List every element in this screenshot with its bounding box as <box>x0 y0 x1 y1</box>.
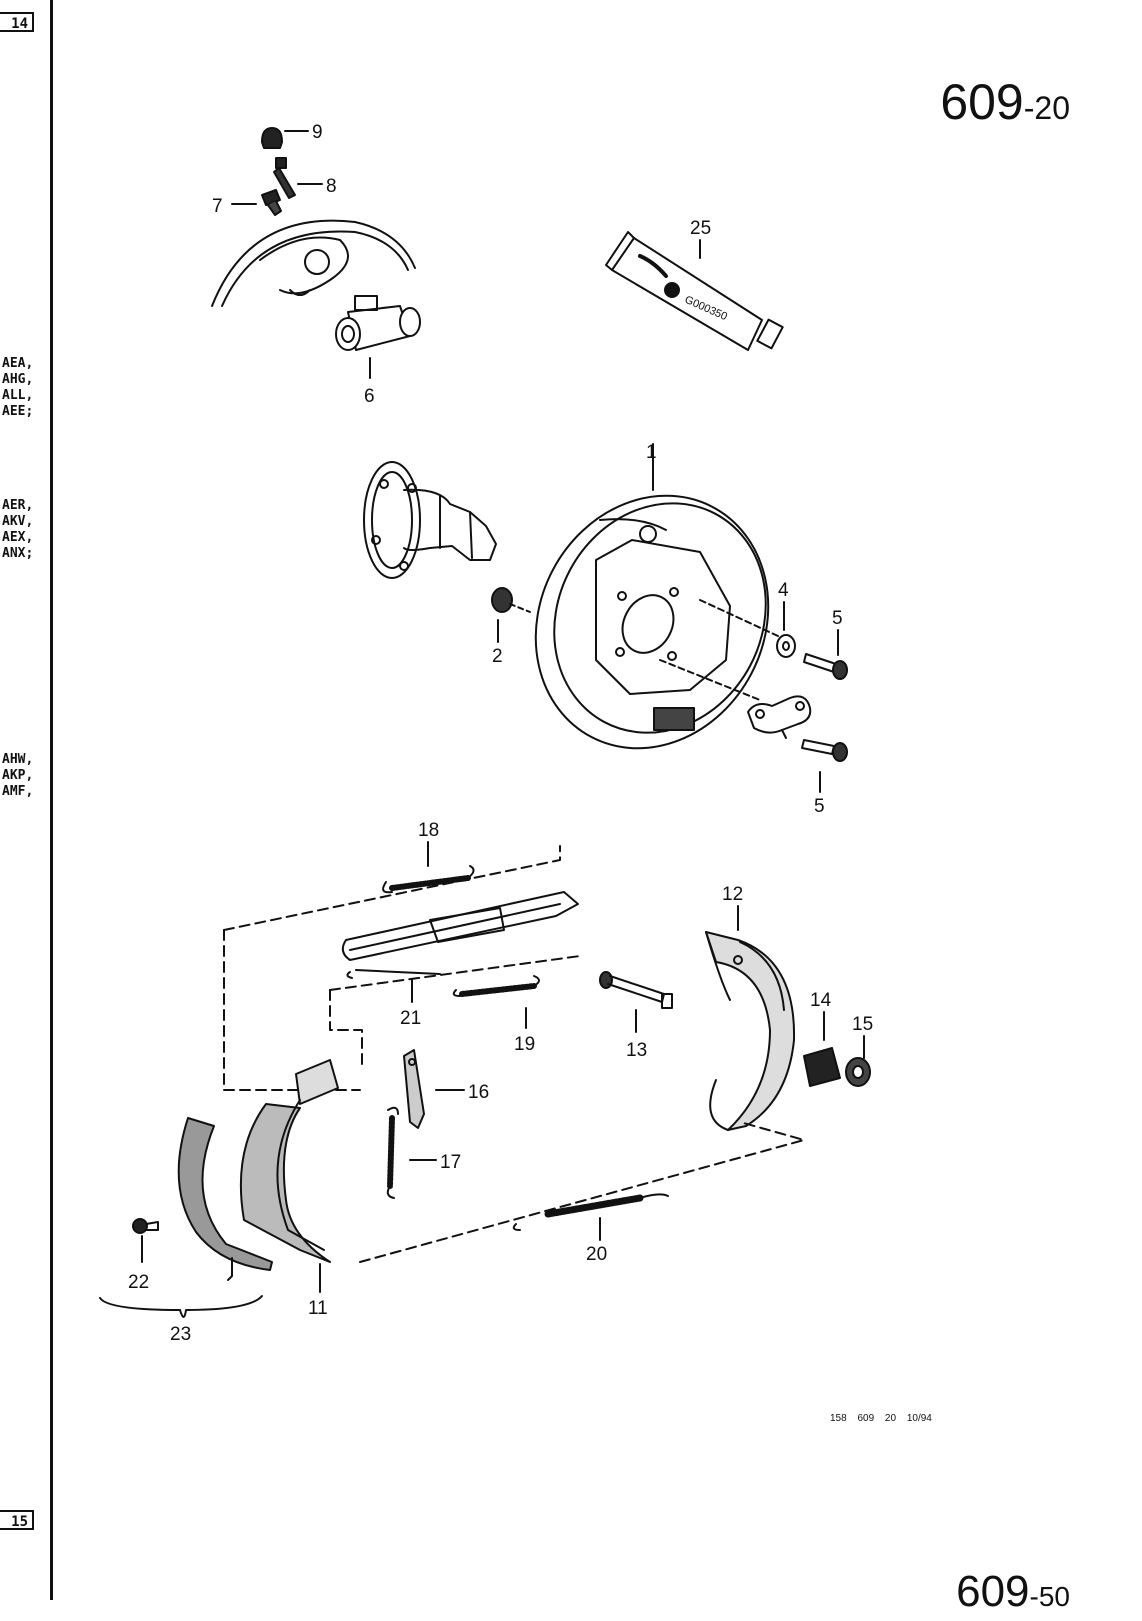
engine-code: AER, <box>2 498 34 513</box>
section-tab-bottom: 15 <box>0 1510 34 1530</box>
engine-code: AKV, <box>2 514 34 529</box>
tension-spring-drawing <box>386 1106 399 1199</box>
backplate-detail-sketch <box>211 219 416 307</box>
engine-code: ANX; <box>2 546 34 561</box>
engine-codes-group-1: AEA, AHG, ALL, AEE; <box>2 356 50 420</box>
footer-code: 158 609 20 10/94 <box>830 1413 932 1424</box>
part-label-p8: 8 <box>326 176 337 197</box>
tube-print: G000350 <box>683 294 729 323</box>
part-label-p1: 1 <box>646 442 657 463</box>
page-number-suffix: -20 <box>1023 90 1070 126</box>
part-label-p13: 13 <box>626 1040 647 1061</box>
part-label-p16: 16 <box>468 1082 489 1103</box>
part-label-p2: 2 <box>492 646 503 667</box>
lower-spring-drawing <box>452 975 540 997</box>
part-label-p14: 14 <box>810 990 832 1011</box>
part-label-p25: 25 <box>690 218 711 239</box>
upper-return-spring-drawing <box>382 865 475 894</box>
mounting-screw-drawing <box>261 189 282 216</box>
assembly-line <box>223 845 561 931</box>
part-label-p5a: 5 <box>832 608 843 629</box>
engine-code: AKP, <box>2 768 34 783</box>
mounting-bracket-drawing <box>747 695 812 739</box>
assembly-line <box>329 955 581 991</box>
bolt-upper-drawing <box>803 653 848 680</box>
part-label-p22: 22 <box>128 1272 149 1293</box>
part-label-p7: 7 <box>212 196 223 217</box>
engine-code: AHW, <box>2 752 34 767</box>
engine-code: AEE; <box>2 404 34 419</box>
part-label-p23: 23 <box>170 1324 191 1345</box>
binder-line <box>50 0 53 1600</box>
adjuster-strut-drawing <box>341 891 579 979</box>
engine-code: AHG, <box>2 372 34 387</box>
assembly-line <box>329 989 363 1071</box>
assembly-line <box>223 929 361 1091</box>
bleeder-cap-drawing <box>261 127 283 149</box>
engine-codes-group-2: AER, AKV, AEX, ANX; <box>2 498 50 562</box>
part-label-p19: 19 <box>514 1034 535 1055</box>
stub-axle-drawing <box>363 461 497 579</box>
section-tab-top: 14 <box>0 12 34 32</box>
engine-code: AMF, <box>2 784 34 799</box>
bolt-lower-drawing <box>801 739 848 762</box>
engine-codes-group-3: AHW, AKP, AMF, <box>2 752 50 800</box>
leader-line <box>227 1257 233 1281</box>
part-label-p17: 17 <box>440 1152 461 1173</box>
part-label-p20: 20 <box>586 1244 607 1265</box>
engine-code: ALL, <box>2 388 34 403</box>
hold-down-pin-drawing <box>599 971 673 1009</box>
brake-lining-drawing <box>177 1117 273 1271</box>
part-label-p11: 11 <box>308 1298 328 1319</box>
part-label-p18: 18 <box>418 820 439 841</box>
bleeder-valve-drawing <box>273 157 296 199</box>
assembly-line <box>359 1121 805 1263</box>
engine-code: AEX, <box>2 530 34 545</box>
part-label-p15: 15 <box>852 1014 873 1035</box>
part-label-p6: 6 <box>364 386 375 407</box>
spring-cap-drawing <box>845 1057 871 1087</box>
washer-drawing <box>776 634 796 658</box>
brake-shoe-left-drawing <box>239 1059 339 1263</box>
part-label-p9: 9 <box>312 122 323 143</box>
wheel-cylinder-drawing <box>335 295 421 351</box>
grease-tube-drawing: G000350 <box>605 231 784 351</box>
part-label-p21: 21 <box>400 1008 421 1029</box>
lining-rivet-drawing <box>132 1218 159 1234</box>
part-label-p4: 4 <box>778 580 789 601</box>
back-plate-drawing <box>534 494 779 750</box>
page-number-main: 609 <box>940 74 1024 130</box>
park-lever-drawing <box>403 1049 425 1129</box>
page-number: 609-20 <box>940 74 1070 136</box>
wheel-bearing-drawing <box>491 587 531 613</box>
brake-shoe-right-drawing <box>705 931 796 1131</box>
bottom-return-spring-drawing <box>512 1193 669 1231</box>
hold-down-spring-drawing <box>803 1047 841 1087</box>
part-label-p5b: 5 <box>814 796 825 817</box>
engine-code: AEA, <box>2 356 34 371</box>
part-label-p12: 12 <box>722 884 743 905</box>
kit-bracket <box>99 1295 263 1318</box>
